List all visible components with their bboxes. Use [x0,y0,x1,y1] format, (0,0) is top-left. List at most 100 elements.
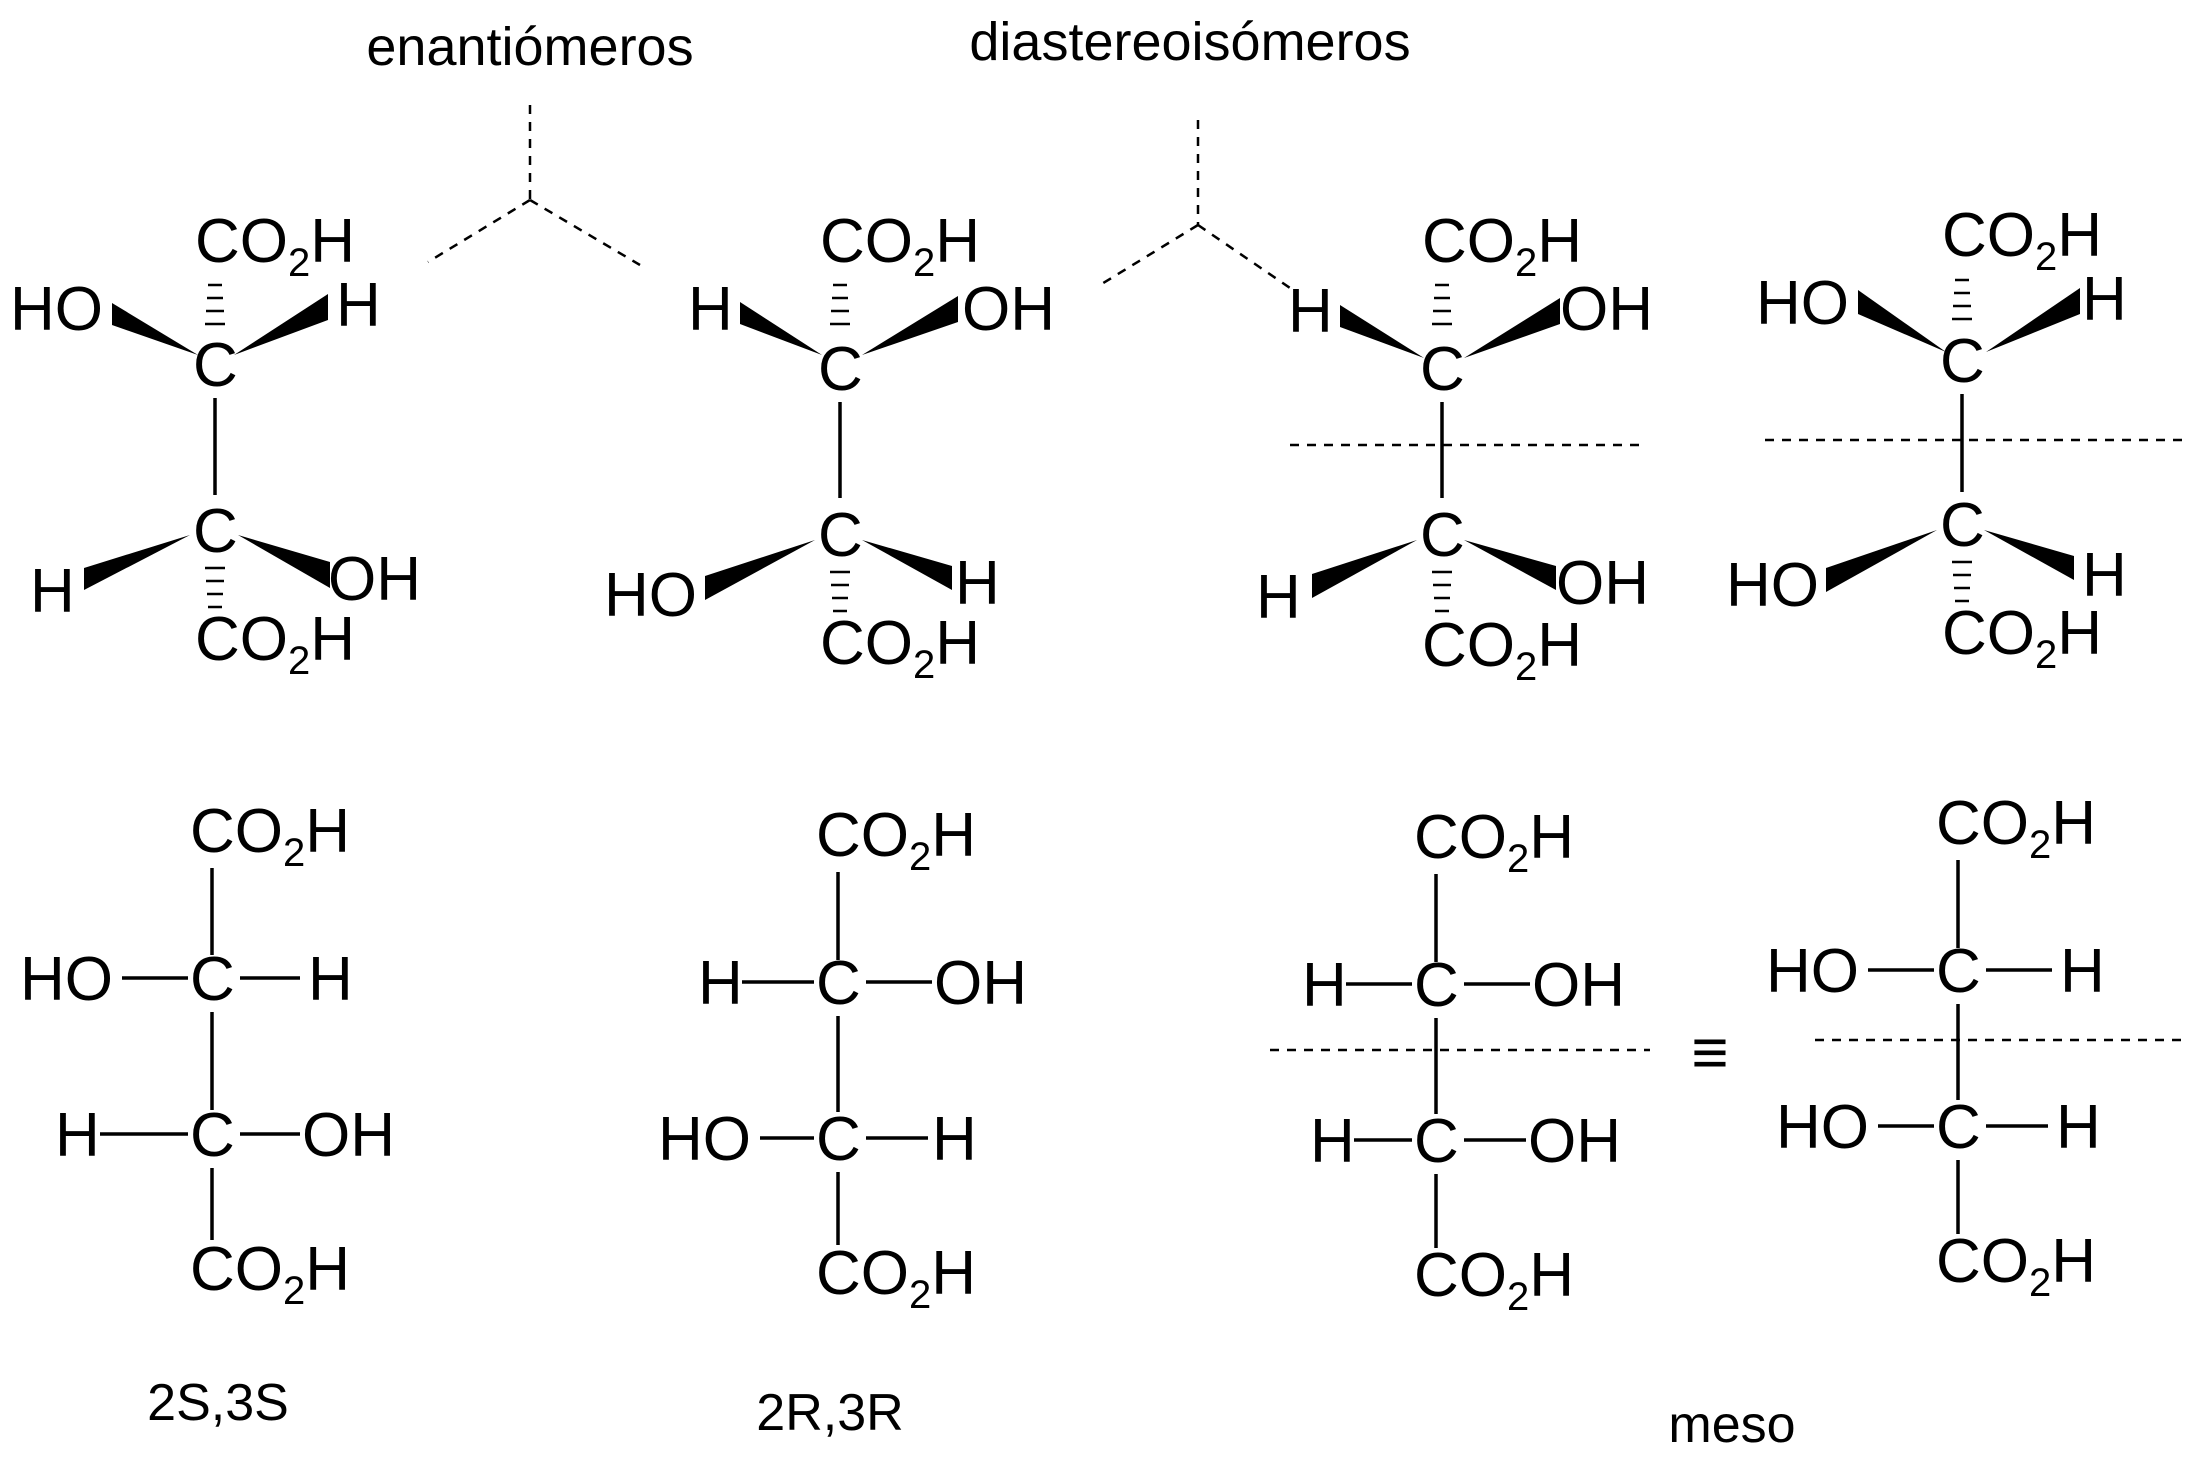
wedge-bond [705,540,815,600]
carboxyl-bottom: CO2H [1936,1227,2096,1305]
diastereomers-label: diastereoisómeros [969,12,1410,72]
fischer-projection-2s3s: CO2H HO C H H C OH CO2H [20,797,395,1313]
substituent-bottom-right: H [2056,1093,2101,1162]
carbon-3: C [1936,1093,1981,1162]
wedge-bond [1464,540,1556,590]
wedge-structure-meso-a: CO2H H OH C C H OH CO2H [1256,207,1653,689]
hashed-bond-top [1952,278,1972,321]
wedge-structure-meso-b: CO2H HO H C C HO H CO2H [1726,201,2185,677]
enantiomer-connector [427,105,641,267]
carboxyl-bottom: CO2H [195,605,355,683]
substituent-bottom-right: OH [1528,1107,1621,1176]
fischer-projection-2r3r: CO2H H C OH HO C H CO2H [658,801,1027,1317]
config-label-2s3s: 2S,3S [147,1374,289,1432]
carbon-3: C [818,501,863,570]
substituent-top-left: H [1302,951,1347,1020]
carbon-2: C [818,335,863,404]
substituent-top-right: OH [1532,951,1625,1020]
hashed-bond-top [1432,283,1452,326]
carbon-3: C [1420,501,1465,570]
wedge-bond [740,302,822,355]
hashed-bond-bottom [1952,560,1972,603]
substituent-bottom-right: H [955,549,1000,618]
diastereomer-connector [1099,120,1294,292]
carboxyl-bottom: CO2H [816,1239,976,1317]
wedge-bond [1312,540,1417,598]
hashed-bond-bottom [1432,570,1452,613]
wedge-bond [1858,290,1946,352]
carboxyl-top: CO2H [820,207,980,285]
substituent-bottom-left: H [1256,563,1301,632]
substituent-top-left: H [698,949,743,1018]
enantiomers-label: enantiómeros [366,17,693,77]
carboxyl-top: CO2H [195,207,355,285]
carbon-2: C [816,949,861,1018]
wedge-bond [1986,288,2080,352]
carbon-2: C [193,331,238,400]
carbon-3: C [190,1101,235,1170]
substituent-top-right: OH [934,949,1027,1018]
wedge-bond [1984,530,2074,580]
carboxyl-top: CO2H [1936,789,2096,867]
wedge-bond [238,535,330,588]
substituent-bottom-right: H [932,1105,977,1174]
substituent-top-right: H [308,945,353,1014]
wedge-structure-2r3r: CO2H H OH C C HO H CO2H [604,207,1055,687]
carbon-3: C [1940,491,1985,560]
carboxyl-top: CO2H [1942,201,2102,279]
wedge-bond [1826,530,1937,592]
fischer-projection-meso-a: CO2H H C OH H C OH CO2H [1270,803,1650,1319]
carboxyl-top: CO2H [1414,803,1574,881]
carboxyl-bottom: CO2H [190,1235,350,1313]
wedge-bond [234,294,328,355]
substituent-top-left: H [688,275,733,344]
carboxyl-top: CO2H [1422,207,1582,285]
carboxyl-top: CO2H [190,797,350,875]
hashed-bond-bottom [205,566,225,609]
substituent-top-right: H [336,271,381,340]
carboxyl-bottom: CO2H [1942,599,2102,677]
substituent-top-right: H [2060,937,2105,1006]
carboxyl-bottom: CO2H [820,609,980,687]
substituent-bottom-left: H [30,557,75,626]
substituent-top-right: H [2082,265,2127,334]
substituent-top-left: HO [10,275,103,344]
carbon-2: C [1936,937,1981,1006]
substituent-top-left: H [1288,277,1333,346]
hashed-bond-bottom [830,570,850,613]
substituent-top-right: OH [1560,275,1653,344]
substituent-bottom-right: OH [328,545,421,614]
wedge-bond [1464,298,1560,358]
carboxyl-top: CO2H [816,801,976,879]
carbon-3: C [1414,1107,1459,1176]
substituent-bottom-right: H [2082,541,2127,610]
substituent-top-right: OH [962,275,1055,344]
wedge-bond [862,540,952,590]
substituent-bottom-left: HO [658,1105,751,1174]
substituent-top-left: HO [1766,937,1859,1006]
substituent-bottom-right: OH [1556,549,1649,618]
carbon-3: C [816,1105,861,1174]
carbon-2: C [190,945,235,1014]
hashed-bond-top [830,283,850,326]
equivalence-symbol: ≡ [1691,1016,1728,1088]
fischer-projection-meso-b: CO2H HO C H HO C H CO2H [1766,789,2185,1305]
wedge-bond [862,296,958,355]
wedge-bond [84,535,190,590]
wedge-bond [112,303,198,355]
wedge-bond [1340,305,1424,358]
substituent-bottom-right: OH [302,1101,395,1170]
substituent-bottom-left: H [55,1101,100,1170]
carbon-2: C [1414,951,1459,1020]
substituent-bottom-left: H [1310,1107,1355,1176]
substituent-bottom-left: HO [1776,1093,1869,1162]
carboxyl-bottom: CO2H [1422,611,1582,689]
substituent-bottom-left: HO [1726,551,1819,620]
carbon-2: C [1940,327,1985,396]
carboxyl-bottom: CO2H [1414,1241,1574,1319]
carbon-2: C [1420,335,1465,404]
wedge-structure-2s3s: CO2H HO H C C H OH CO2H [10,207,421,683]
substituent-top-left: HO [1756,269,1849,338]
